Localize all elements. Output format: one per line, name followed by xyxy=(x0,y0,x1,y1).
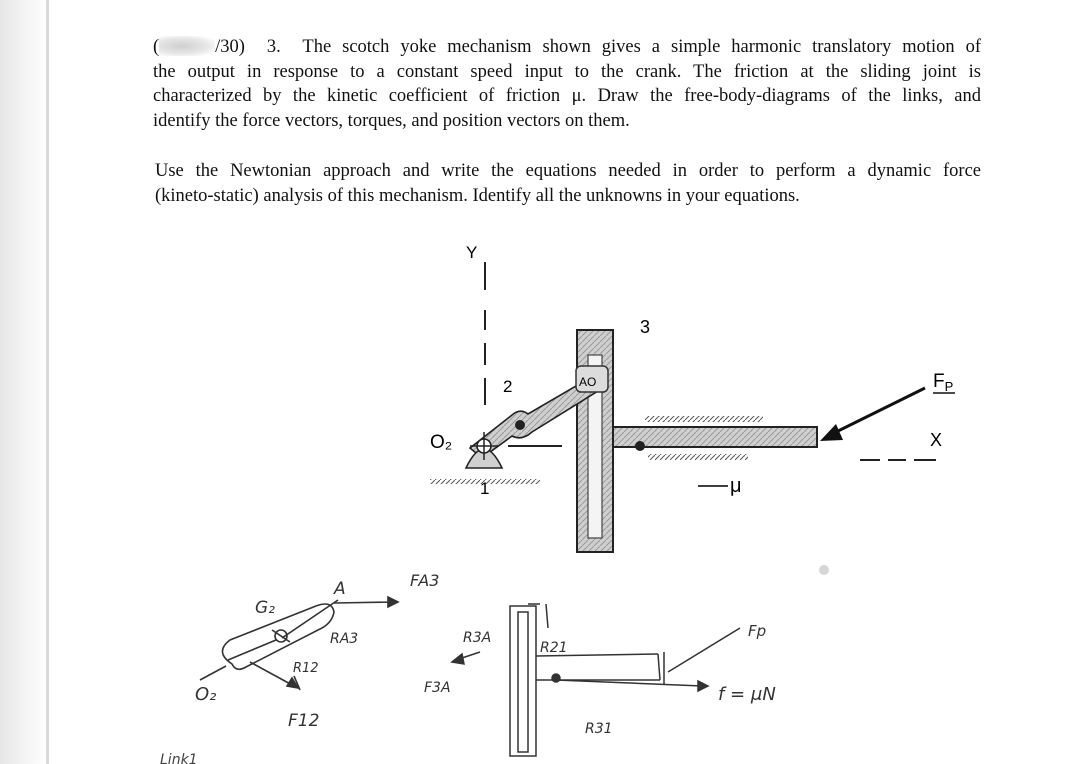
redacted-score xyxy=(159,36,216,56)
problem-instructions: Use the Newtonian approach and write the… xyxy=(155,159,981,208)
link-3-label: 3 xyxy=(640,317,650,337)
page-scan-edge xyxy=(46,0,49,764)
problem-line-1: (/30) 3. The scotch yoke mechanism shown… xyxy=(153,36,981,57)
yoke-link-3 xyxy=(576,329,818,553)
instructions-line-1: Use the Newtonian approach and write the… xyxy=(155,161,981,181)
hw-r31: R31 xyxy=(585,721,613,737)
x-axis-label: X xyxy=(930,430,942,450)
page-scan-shadow xyxy=(0,0,46,764)
instructions-line-2: (kineto-static) analysis of this mechani… xyxy=(155,185,800,206)
force-fp-label: FP xyxy=(933,371,953,394)
slider-block-a xyxy=(575,365,609,393)
ground-pivot-o2 xyxy=(464,432,504,469)
problem-line-4: identify the force vectors, torques, and… xyxy=(153,110,630,131)
link-1-label: 1 xyxy=(480,479,489,498)
hw-fp: Fp xyxy=(748,622,766,640)
problem-line-3: characterized by the kinetic coefficient… xyxy=(153,86,981,106)
hw-r3a: R3A xyxy=(463,630,491,646)
x-axis xyxy=(508,445,936,461)
hw-f3a: F3A xyxy=(424,680,451,696)
hw-ra3: RA3 xyxy=(330,631,358,647)
hw-link1: Link1 xyxy=(160,752,198,764)
fbd-link-2-sketch xyxy=(199,595,400,691)
hw-g2: G₂ xyxy=(255,598,275,618)
hw-r12: R12 xyxy=(293,661,319,676)
yoke-center-marker xyxy=(635,441,645,451)
hw-a: A xyxy=(333,579,346,599)
hw-r21: R21 xyxy=(540,640,568,656)
hw-friction-equation: f = μN xyxy=(718,684,776,705)
hw-o2: O₂ xyxy=(195,684,216,705)
origin-label: O₂ xyxy=(430,432,452,453)
joint-a-label: AO xyxy=(579,375,596,389)
force-fp-arrow xyxy=(820,386,926,441)
link-2-label: 2 xyxy=(503,377,512,396)
problem-statement: (/30) 3. The scotch yoke mechanism shown… xyxy=(153,35,981,133)
hw-fa3: FA3 xyxy=(410,571,439,590)
ground-hatching xyxy=(430,416,763,484)
hw-f12: F12 xyxy=(288,711,319,731)
mu-label: μ xyxy=(730,475,742,497)
problem-line-2: the output in response to a constant spe… xyxy=(153,61,981,82)
scan-dot xyxy=(819,565,829,575)
fbd-link-3-sketch xyxy=(450,603,741,757)
y-axis-label: Y xyxy=(466,243,477,262)
